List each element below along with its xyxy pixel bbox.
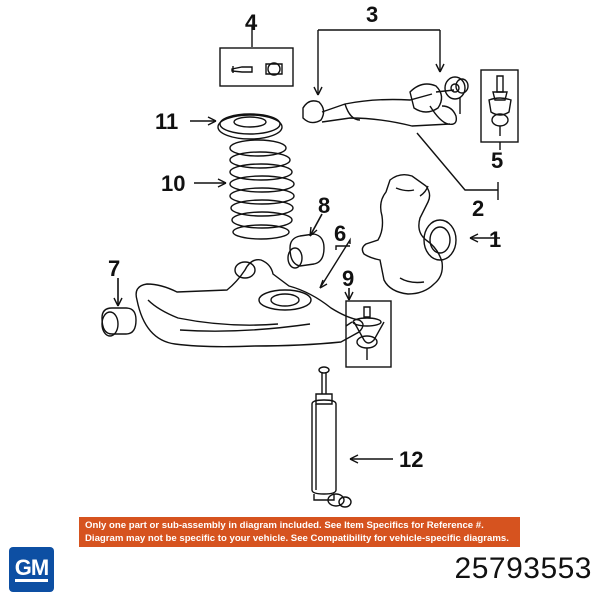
part-12-shock-absorber — [311, 366, 393, 508]
part-11-spring-insulator — [190, 113, 283, 140]
gm-logo-text: GM — [14, 555, 49, 582]
part-4-fastener-kit — [219, 26, 294, 87]
part-10-coil-spring — [194, 139, 295, 240]
part-2-upper-control-arm — [302, 76, 469, 127]
callout-3: 3 — [366, 2, 378, 27]
part-6-lower-control-arm — [135, 237, 364, 348]
callout-6: 6 — [334, 221, 346, 246]
callout-7: 7 — [108, 256, 120, 281]
part-5-upper-ball-joint — [480, 69, 519, 143]
part-9-lower-ball-joint — [344, 288, 392, 368]
callout-2: 2 — [472, 196, 484, 221]
leader-2 — [416, 132, 499, 200]
callout-4: 4 — [245, 10, 258, 35]
callout-12: 12 — [399, 447, 423, 472]
callout-3-bracket — [313, 29, 445, 96]
callout-8: 8 — [318, 193, 330, 218]
callout-9: 9 — [342, 266, 354, 291]
callout-10: 10 — [161, 171, 185, 196]
disclaimer-line-1: Only one part or sub-assembly in diagram… — [85, 520, 484, 531]
callout-11: 11 — [155, 109, 178, 134]
part-number: 25793553 — [454, 552, 592, 585]
part-7-bushing — [101, 278, 137, 337]
callout-5: 5 — [491, 148, 503, 173]
disclaimer-line-2: Diagram may not be specific to your vehi… — [85, 533, 509, 544]
part-8-bushing — [287, 213, 325, 269]
gm-logo: GM — [9, 547, 54, 592]
part-1-steering-knuckle — [361, 173, 500, 295]
disclaimer-banner: Only one part or sub-assembly in diagram… — [79, 517, 520, 547]
callout-1: 1 — [489, 227, 501, 252]
